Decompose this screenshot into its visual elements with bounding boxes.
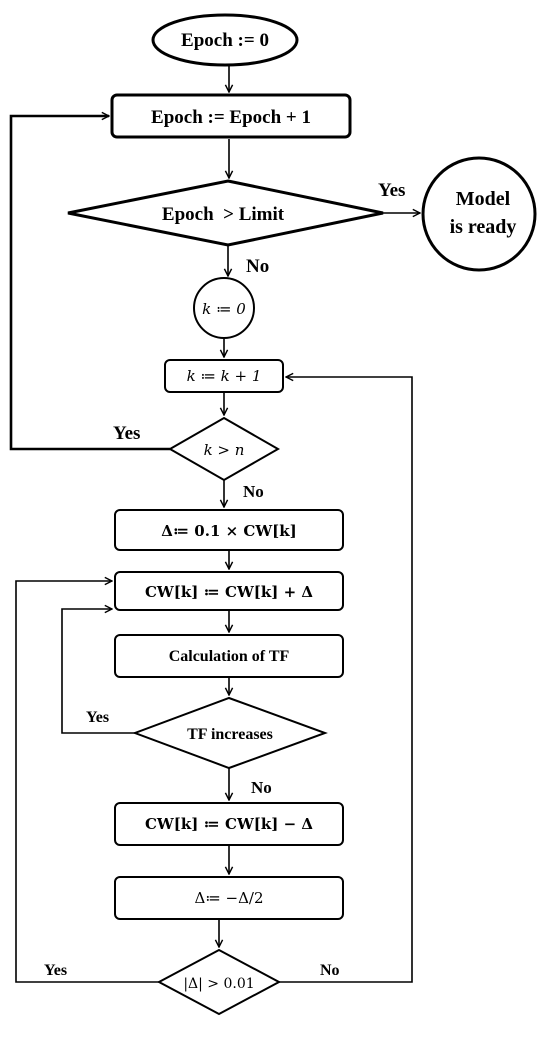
- k-increment-label: k ≔ k + 1: [187, 367, 262, 385]
- k-increment-node: [164, 359, 284, 393]
- label-epoch-no: No: [246, 256, 269, 277]
- k-init-label: k ≔ 0: [202, 300, 246, 318]
- label-delta-yes: Yes: [44, 962, 67, 979]
- delta-check-decision: [156, 948, 282, 1016]
- epoch-init-label: Epoch := 0: [181, 30, 269, 51]
- delta-check-label: |Δ| > 0.01: [183, 976, 254, 992]
- cw-add-node: [114, 571, 344, 611]
- delta-init-node: [114, 509, 344, 551]
- label-k-yes: Yes: [113, 423, 140, 444]
- label-tf-no: No: [251, 778, 272, 797]
- k-init-node: [193, 277, 255, 339]
- epoch-init-node: [151, 13, 299, 67]
- calc-tf-label: Calculation of TF: [169, 648, 290, 665]
- delta-half-label: Δ≔ −Δ/2: [194, 889, 263, 907]
- label-tf-yes: Yes: [86, 709, 109, 726]
- label-delta-no: No: [320, 962, 340, 979]
- loop-delta-no-to-k-inc: [279, 377, 413, 983]
- delta-init-label: Δ≔ 0.1 × CW[k]: [161, 522, 297, 540]
- loop-tf-yes-to-cw-add: [61, 609, 135, 734]
- epoch-limit-label: Epoch > Limit: [162, 204, 285, 225]
- k-check-label: k > n: [204, 441, 245, 459]
- model-ready-label-1: Model: [456, 188, 511, 210]
- cw-sub-node: [114, 802, 344, 846]
- epoch-increment-label: Epoch := Epoch + 1: [151, 107, 311, 128]
- loop-k-yes-to-epoch: [9, 116, 170, 451]
- tf-check-label: TF increases: [187, 726, 273, 743]
- loop-delta-yes-to-cw-add: [15, 581, 159, 983]
- epoch-increment-node: [110, 93, 352, 139]
- delta-half-node: [114, 876, 344, 920]
- label-epoch-yes: Yes: [378, 180, 405, 201]
- calc-tf-node: [114, 634, 344, 678]
- cw-add-label: CW[k] ≔ CW[k] + Δ: [145, 583, 313, 601]
- label-k-no: No: [243, 482, 264, 501]
- model-ready-label-2: is ready: [450, 216, 517, 238]
- model-ready-node: [421, 156, 537, 272]
- cw-sub-label: CW[k] ≔ CW[k] − Δ: [145, 815, 313, 833]
